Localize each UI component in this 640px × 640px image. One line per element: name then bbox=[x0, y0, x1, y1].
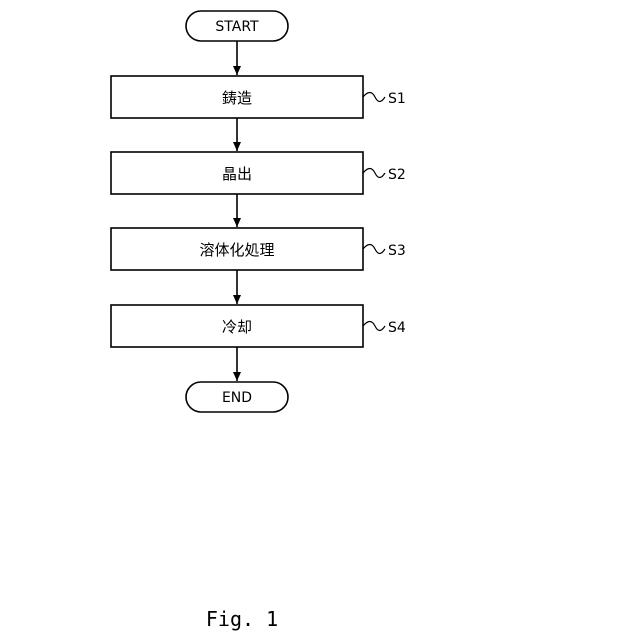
leader-line bbox=[363, 322, 385, 331]
step-label: 晶出 bbox=[222, 165, 252, 183]
step-label: 冷却 bbox=[222, 318, 252, 336]
process-step-s3: 溶体化処理 S3 bbox=[111, 228, 406, 270]
leader-line bbox=[363, 93, 385, 102]
step-label: 鋳造 bbox=[222, 89, 252, 107]
step-ref: S1 bbox=[388, 91, 406, 107]
end-label: END bbox=[222, 390, 252, 406]
step-ref: S2 bbox=[388, 167, 406, 183]
figure-caption: Fig. 1 bbox=[206, 607, 278, 631]
process-step-s4: 冷却 S4 bbox=[111, 305, 406, 347]
leader-line bbox=[363, 169, 385, 178]
end-terminator: END bbox=[186, 382, 288, 412]
leader-line bbox=[363, 245, 385, 254]
process-step-s2: 晶出 S2 bbox=[111, 152, 406, 194]
step-label: 溶体化処理 bbox=[199, 241, 274, 259]
step-ref: S3 bbox=[388, 243, 406, 259]
process-step-s1: 鋳造 S1 bbox=[111, 76, 406, 118]
start-label: START bbox=[215, 19, 259, 35]
step-ref: S4 bbox=[388, 320, 406, 336]
start-terminator: START bbox=[186, 11, 288, 41]
